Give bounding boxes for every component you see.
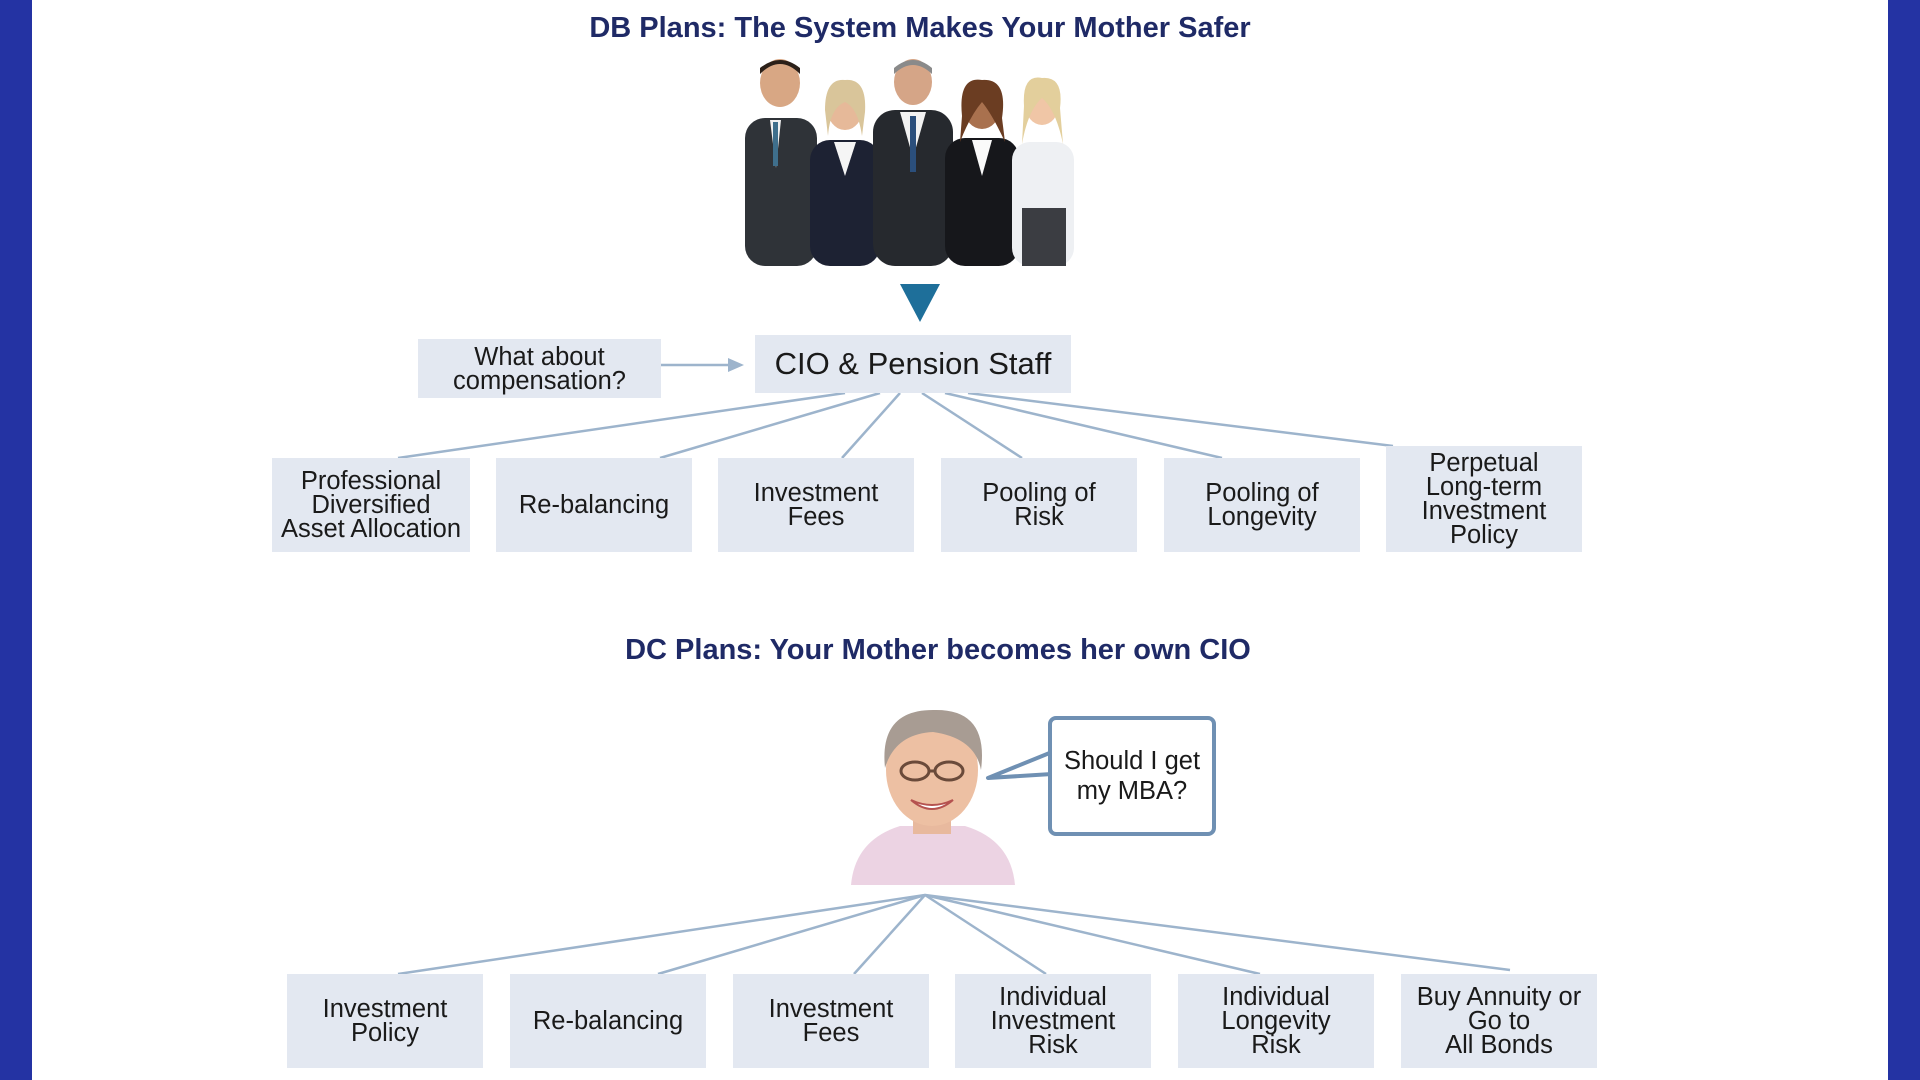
dc-item-individual-investment-risk: Individual Investment Risk [955,974,1151,1068]
down-arrow-icon [900,284,940,322]
dc-item-annuity-bonds: Buy Annuity or Go to All Bonds [1401,974,1597,1068]
dc-item-investment-fees: Investment Fees [733,974,929,1068]
db-plans-heading: DB Plans: The System Makes Your Mother S… [589,12,1251,44]
left-border-bar [0,0,32,1080]
mother-photo [851,709,1015,885]
db-item-pooling-risk: Pooling of Risk [941,458,1137,552]
db-item-asset-allocation: Professional Diversified Asset Allocatio… [272,458,470,552]
db-item-perpetual-policy: Perpetual Long-term Investment Policy [1386,446,1582,552]
dc-item-rebalancing: Re-balancing [510,974,706,1068]
speech-bubble: Should I get my MBA? [1048,716,1216,836]
business-team-photo [745,59,1074,266]
cio-pension-staff-box: CIO & Pension Staff [755,335,1071,393]
db-item-rebalancing: Re-balancing [496,458,692,552]
compensation-box: What about compensation? [418,339,661,398]
dc-plans-heading: DC Plans: Your Mother becomes her own CI… [625,634,1251,666]
db-item-pooling-longevity: Pooling of Longevity [1164,458,1360,552]
speech-bubble-tail [986,750,1054,780]
db-item-investment-fees: Investment Fees [718,458,914,552]
right-arrow-icon [728,358,744,372]
dc-item-individual-longevity-risk: Individual Longevity Risk [1178,974,1374,1068]
dc-item-investment-policy: Investment Policy [287,974,483,1068]
right-border-bar [1888,0,1920,1080]
